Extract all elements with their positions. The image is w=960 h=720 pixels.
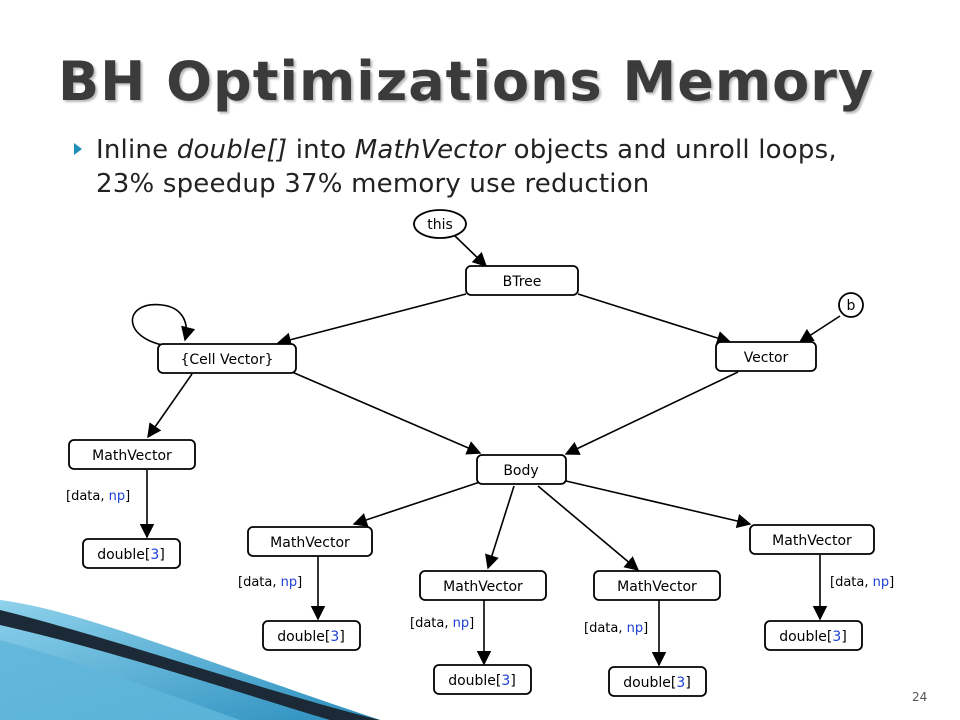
double-prefix: double[ <box>779 629 832 645</box>
edge-this-btree <box>454 235 488 268</box>
bullet-emphasis-double: double[] <box>176 135 288 165</box>
node-double-1: double[3] <box>262 620 361 651</box>
edge-cellvector-mathvector <box>147 373 193 439</box>
double-prefix: double[ <box>97 547 150 563</box>
bullet-emphasis-mathvector: MathVector <box>354 135 506 165</box>
edge-label-mv1: [data, np] <box>238 575 302 590</box>
node-mathvector-1: MathVector <box>247 526 373 557</box>
bullet-part-2: into <box>287 135 355 165</box>
double-index: 3 <box>501 673 510 689</box>
edge-body-mv4 <box>565 480 752 529</box>
double-suffix: ] <box>841 629 846 645</box>
node-this: this <box>413 209 467 239</box>
node-mathvector-left-label: MathVector <box>92 448 172 464</box>
edge-vector-body <box>564 371 739 455</box>
svg-text:double[3]: double[3] <box>277 629 345 645</box>
edge-body-mv2 <box>485 485 515 570</box>
edge-label-left: [data, np] <box>66 489 130 504</box>
double-suffix: ] <box>339 629 344 645</box>
bullet-item: Inline double[] into MathVector objects … <box>74 133 894 201</box>
edge-label-mv2: [data, np] <box>410 616 474 631</box>
double-prefix: double[ <box>623 675 676 691</box>
slide-title: BH Optimizations Memory <box>58 50 875 113</box>
svg-text:double[3]: double[3] <box>623 675 691 691</box>
double-index: 3 <box>330 629 339 645</box>
double-suffix: ] <box>685 675 690 691</box>
node-mathvector-3-label: MathVector <box>617 579 697 595</box>
node-mathvector-1-label: MathVector <box>270 535 350 551</box>
edge-label-mv4: [data, np] <box>830 575 894 590</box>
bullet-part-3: objects and unroll loops, 23% speedup 37… <box>96 135 837 199</box>
edge-body-mv1 <box>352 481 481 527</box>
double-suffix: ] <box>510 673 515 689</box>
node-btree: BTree <box>465 265 579 296</box>
node-this-label: this <box>427 217 453 233</box>
node-mathvector-left: MathVector <box>68 439 196 470</box>
edge-b-vector <box>798 315 841 343</box>
edge-body-mv3 <box>537 485 640 571</box>
edge-btree-vector <box>577 293 732 345</box>
page-number: 24 <box>912 690 928 704</box>
edge-cellvector-self-loop <box>131 303 196 348</box>
node-mathvector-2-label: MathVector <box>443 579 523 595</box>
bullet-part-1: Inline <box>96 135 177 165</box>
node-body: Body <box>476 454 567 485</box>
node-btree-label: BTree <box>503 274 542 290</box>
double-index: 3 <box>150 547 159 563</box>
node-cellvector: {Cell Vector} <box>157 343 297 374</box>
svg-text:double[3]: double[3] <box>779 629 847 645</box>
bullet-arrow-icon <box>74 143 82 155</box>
node-mathvector-3: MathVector <box>593 570 721 601</box>
edge-cellvector-body <box>291 371 482 455</box>
bullet-text: Inline double[] into MathVector objects … <box>96 133 894 201</box>
node-vector: Vector <box>715 341 817 372</box>
node-mathvector-4-label: MathVector <box>772 533 852 549</box>
node-mathvector-4: MathVector <box>749 524 875 555</box>
node-double-left: double[3] <box>82 538 181 569</box>
double-index: 3 <box>832 629 841 645</box>
double-index: 3 <box>676 675 685 691</box>
double-suffix: ] <box>159 547 164 563</box>
node-double-3: double[3] <box>608 666 707 697</box>
double-prefix: double[ <box>448 673 501 689</box>
node-body-label: Body <box>503 463 538 479</box>
edge-btree-cellvector <box>276 293 467 347</box>
double-prefix: double[ <box>277 629 330 645</box>
node-vector-label: Vector <box>744 350 789 366</box>
edge-label-mv3: [data, np] <box>584 621 648 636</box>
node-cellvector-label: {Cell Vector} <box>180 352 273 368</box>
svg-text:double[3]: double[3] <box>448 673 516 689</box>
node-double-2: double[3] <box>433 664 532 695</box>
node-mathvector-2: MathVector <box>419 570 547 601</box>
node-double-4: double[3] <box>764 620 863 651</box>
node-b: b <box>838 292 864 318</box>
svg-text:double[3]: double[3] <box>97 547 165 563</box>
node-b-label: b <box>847 298 856 314</box>
